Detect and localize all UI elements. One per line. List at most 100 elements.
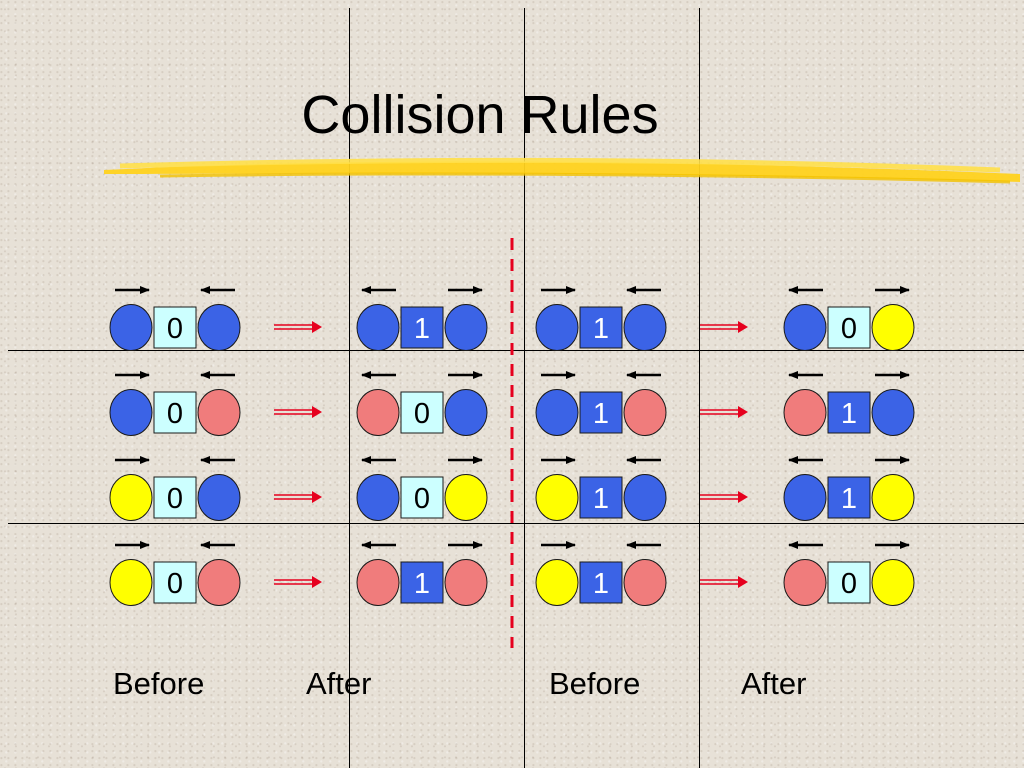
ball-red [356,389,400,436]
grid-lines [8,8,1024,768]
state-box [153,561,197,604]
transition-arrow-icon [700,491,748,503]
ball-blue [356,474,400,521]
ball-blue [871,389,915,436]
cell-right-after-row-4: 0 [783,541,915,606]
ball-red [623,389,667,436]
ball-blue [783,304,827,351]
state-value: 0 [167,398,183,430]
cell-left-after-row-4: 1 [356,541,488,606]
ball-yellow [871,304,915,351]
cell-left-after-row-2: 0 [356,371,488,436]
transition-arrow-head [738,321,748,333]
state-box [400,306,444,349]
cell-left-before-row-4: 0 [109,541,322,606]
transition-arrow-icon [274,406,322,418]
ball-red [623,559,667,606]
ball-red [197,389,241,436]
ball-blue [623,304,667,351]
transition-arrow-icon [274,576,322,588]
ball-yellow [871,559,915,606]
state-value: 0 [414,398,430,430]
state-box [579,306,623,349]
ball-yellow [535,474,579,521]
transition-arrow-icon [700,576,748,588]
state-box [400,561,444,604]
state-value: 1 [593,398,609,430]
state-value: 1 [593,313,609,345]
cell-left-before-row-3: 0 [109,456,322,521]
ball-red [356,559,400,606]
state-box [827,391,871,434]
ball-blue [197,304,241,351]
ball-blue [197,474,241,521]
ball-blue [109,389,153,436]
transition-arrow-head [312,406,322,418]
state-box [579,476,623,519]
label-before-left: Before [113,666,205,701]
ball-yellow [871,474,915,521]
cell-right-after-row-3: 1 [783,456,915,521]
ball-blue [535,389,579,436]
state-value: 0 [167,483,183,515]
state-value: 0 [841,568,857,600]
state-box [153,476,197,519]
cell-left-after-row-1: 1 [356,286,488,351]
transition-arrow-icon [274,491,322,503]
transition-arrow-head [312,321,322,333]
ball-yellow [109,474,153,521]
state-box [827,306,871,349]
ball-blue [356,304,400,351]
ball-blue [783,474,827,521]
cell-left-before-row-1: 0 [109,286,322,351]
state-value: 1 [593,568,609,600]
state-box [827,476,871,519]
page-title: Collision Rules [301,85,659,145]
state-box [579,391,623,434]
cell-right-before-row-1: 1 [535,286,748,351]
ball-blue [623,474,667,521]
cell-right-before-row-3: 1 [535,456,748,521]
transition-arrow-head [738,406,748,418]
state-value: 1 [414,313,430,345]
label-after-left: After [306,666,372,701]
transition-arrow-head [312,491,322,503]
transition-arrow-head [738,576,748,588]
ball-blue [535,304,579,351]
ball-blue [444,304,488,351]
ball-red [444,559,488,606]
ball-red [783,559,827,606]
state-value: 1 [414,568,430,600]
ball-yellow [444,474,488,521]
cell-left-after-row-3: 0 [356,456,488,521]
state-box [153,306,197,349]
state-value: 0 [167,568,183,600]
state-box [153,391,197,434]
cell-right-after-row-1: 0 [783,286,915,351]
state-box [579,561,623,604]
transition-arrow-icon [274,321,322,333]
state-box [400,391,444,434]
ball-blue [444,389,488,436]
transition-arrow-icon [700,321,748,333]
transition-arrow-head [312,576,322,588]
cell-left-before-row-2: 0 [109,371,322,436]
cell-right-before-row-4: 1 [535,541,748,606]
state-box [827,561,871,604]
state-value: 0 [841,313,857,345]
state-value: 0 [167,313,183,345]
transition-arrow-icon [700,406,748,418]
label-before-right: Before [549,666,641,701]
cell-right-after-row-2: 1 [783,371,915,436]
title-highlight [104,157,1020,184]
state-box [400,476,444,519]
label-after-right: After [741,666,807,701]
ball-red [197,559,241,606]
transition-arrow-head [738,491,748,503]
state-value: 1 [841,398,857,430]
state-value: 1 [841,483,857,515]
cell-right-before-row-2: 1 [535,371,748,436]
ball-blue [109,304,153,351]
